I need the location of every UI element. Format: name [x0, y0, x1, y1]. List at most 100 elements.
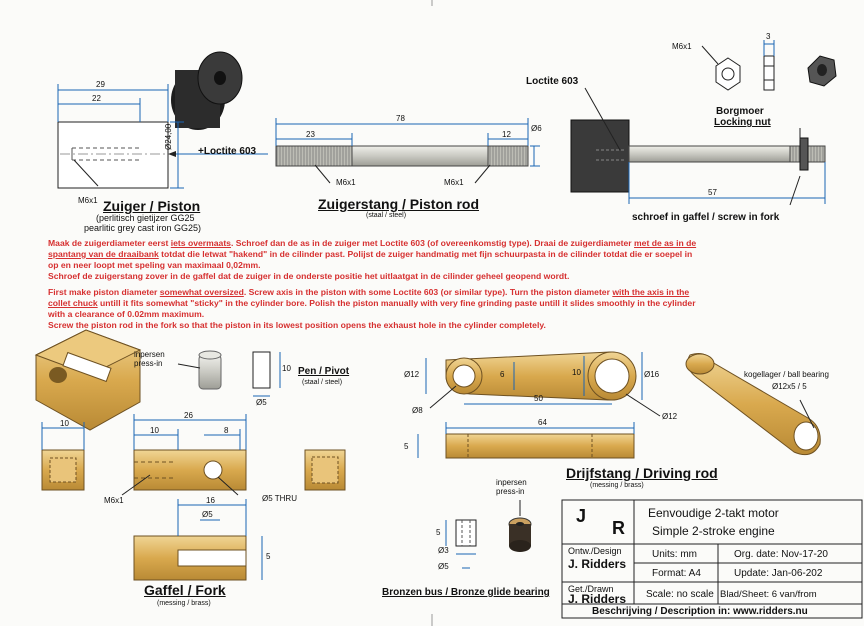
title-block-frame	[561, 499, 863, 619]
nl-line1-b: iets overmaats	[170, 238, 231, 248]
driving-rod-views	[417, 351, 661, 459]
rod-big-web-dim: 10	[572, 368, 581, 377]
piston-rod-view	[275, 118, 540, 184]
piston-rod-title: Zuigerstang / Piston rod	[318, 196, 480, 212]
fork-thread-label: M6x1	[104, 496, 124, 505]
drawn-label: Get./Drawn	[568, 584, 614, 594]
nut-thickness-dim: 3	[766, 32, 771, 41]
logo-j: J	[576, 506, 587, 526]
pivot-material: (staal / steel)	[302, 379, 343, 386]
bushing-outer-dim: Ø5	[438, 562, 449, 571]
fork-3d-render	[34, 329, 142, 431]
piston-section-view	[57, 84, 268, 189]
piston-dim-inner: 22	[92, 94, 101, 103]
en-line1-d: with the axis in the	[612, 287, 690, 297]
piston-rod-assembly-view	[570, 87, 826, 206]
sheet-cell: Blad/Sheet: 6 van/from	[720, 589, 817, 600]
fork-dim-width: 10	[60, 419, 69, 428]
scale-cell: Scale: no scale	[646, 589, 714, 600]
piston-dim-diameter: Ø24,00	[164, 123, 173, 150]
rod-dim-total: 78	[396, 114, 405, 123]
en-line2-b: untill it fits somewhat "sticky" in the …	[97, 298, 696, 308]
format-cell: Format: A4	[652, 568, 701, 579]
bushing-inner-dim: Ø3	[438, 546, 449, 555]
pivot-title: Pen / Pivot	[298, 366, 350, 377]
en-line1-b: somewhat oversized	[159, 287, 244, 297]
piston-thread-label: M6x1	[78, 196, 98, 205]
rod-center-dim: 50	[534, 394, 543, 403]
assembly-fork-note: schroef in gaffel / screw in fork	[632, 212, 780, 223]
org-date-cell: Org. date: Nov-17-20	[734, 549, 828, 560]
en-line1-c: . Screw axis in the piston with some Loc…	[243, 287, 613, 297]
instructions-english: First make piston diameter somewhat over…	[48, 287, 832, 331]
pivot-dim-diameter: Ø5	[256, 398, 267, 407]
fork-title: Gaffel / Fork	[144, 582, 226, 598]
nl-line3: op en neer loopt met speling van maximaa…	[48, 260, 261, 270]
driving-rod-3d-render	[685, 353, 821, 456]
fork-dim-height: 5	[266, 552, 271, 561]
bushing-height-dim: 5	[436, 528, 441, 537]
update-cell: Update: Jan-06-202	[734, 568, 823, 579]
nl-line2-a: spantang van de draaibank	[48, 249, 159, 259]
locking-nut-views	[701, 40, 837, 91]
nl-line1-d: met de as in de	[634, 238, 697, 248]
assembly-length-dim: 57	[708, 188, 717, 197]
driving-rod-material: (messing / brass)	[590, 482, 644, 489]
en-line3: with a clearance of 0.02mm maximum.	[48, 309, 205, 319]
rod-total-dim: 64	[538, 418, 547, 427]
bearing-label: kogellager / ball bearing	[744, 370, 829, 379]
fork-dim-b: 8	[224, 426, 229, 435]
pivot-dim-length: 10	[282, 364, 291, 373]
title-nl: Eenvoudige 2-takt motor	[648, 506, 779, 520]
pivot-press-in-label: inpersen press-in	[134, 350, 165, 368]
rod-dim-right-thread: 12	[502, 130, 511, 139]
nut-label-nl: Borgmoer	[716, 106, 764, 117]
piston-title: Zuiger / Piston	[103, 198, 201, 214]
piston-loctite-note: +Loctite 603	[198, 146, 257, 157]
en-line2-a: collet chuck	[48, 298, 98, 308]
fork-dim-slot: 16	[206, 496, 215, 505]
en-line1-a: First make piston diameter	[48, 287, 160, 297]
rod-web-dim: 6	[500, 370, 505, 379]
nl-line4: Schroef de zuigerstang zover in de gaffe…	[48, 271, 570, 281]
nl-line1-c: . Schroef dan de as in de zuiger met Loc…	[230, 238, 635, 248]
nut-thread-label: M6x1	[672, 42, 692, 51]
bushing-title: Bronzen bus / Bronze glide bearing	[382, 587, 550, 598]
bushing-press-in-label: inpersen press-in	[496, 478, 527, 496]
piston-dim-length: 29	[96, 80, 105, 89]
design-name: J. Ridders	[568, 557, 627, 571]
rod-thread-left: M6x1	[336, 178, 356, 187]
nl-line2-b: totdat die letwat "hakend" in de cilinde…	[158, 249, 693, 259]
fork-dim-a: 10	[150, 426, 159, 435]
description-link[interactable]: Beschrijving / Description in: www.ridde…	[592, 606, 808, 617]
nl-line1-a: Maak de zuigerdiameter eerst	[48, 238, 171, 248]
instructions-dutch: Maak de zuigerdiameter eerst iets overma…	[48, 238, 832, 282]
rod-dim-diameter: Ø6	[531, 124, 542, 133]
piston-material-en: pearlitic grey cast iron GG25)	[84, 223, 202, 233]
units-cell: Units: mm	[652, 549, 697, 560]
fork-dim-slot-d: Ø5	[202, 510, 213, 519]
logo-r: R	[612, 518, 625, 538]
fork-dim-total: 26	[184, 411, 193, 420]
fork-hole-label: Ø5 THRU	[262, 494, 297, 503]
piston-rod-material: (staal / steel)	[366, 212, 407, 219]
piston-material-nl: (perlitisch gietijzer GG25	[96, 213, 195, 223]
bearing-size: Ø12x5 / 5	[772, 382, 807, 391]
rod-small-hole-dim: Ø8	[412, 406, 423, 415]
rod-big-hole-dim: Ø12	[662, 412, 678, 421]
piston-3d-render	[171, 51, 243, 130]
rod-thread-right: M6x1	[444, 178, 464, 187]
rod-dim-left-thread: 23	[306, 130, 315, 139]
design-label: Ontw./Design	[568, 546, 622, 556]
bronze-bushing-views	[445, 500, 532, 569]
assembly-loctite-label: Loctite 603	[526, 76, 579, 87]
pivot-pin-views	[177, 350, 281, 397]
drawn-name: J. Ridders	[568, 592, 627, 606]
rod-small-end-dim: Ø12	[404, 370, 420, 379]
rod-big-end-dim: Ø16	[644, 370, 660, 379]
en-line4: Screw the piston rod in the fork so that…	[48, 320, 546, 330]
nut-label-en: Locking nut	[714, 117, 771, 128]
title-en: Simple 2-stroke engine	[652, 524, 775, 538]
driving-rod-title: Drijfstang / Driving rod	[566, 465, 718, 481]
